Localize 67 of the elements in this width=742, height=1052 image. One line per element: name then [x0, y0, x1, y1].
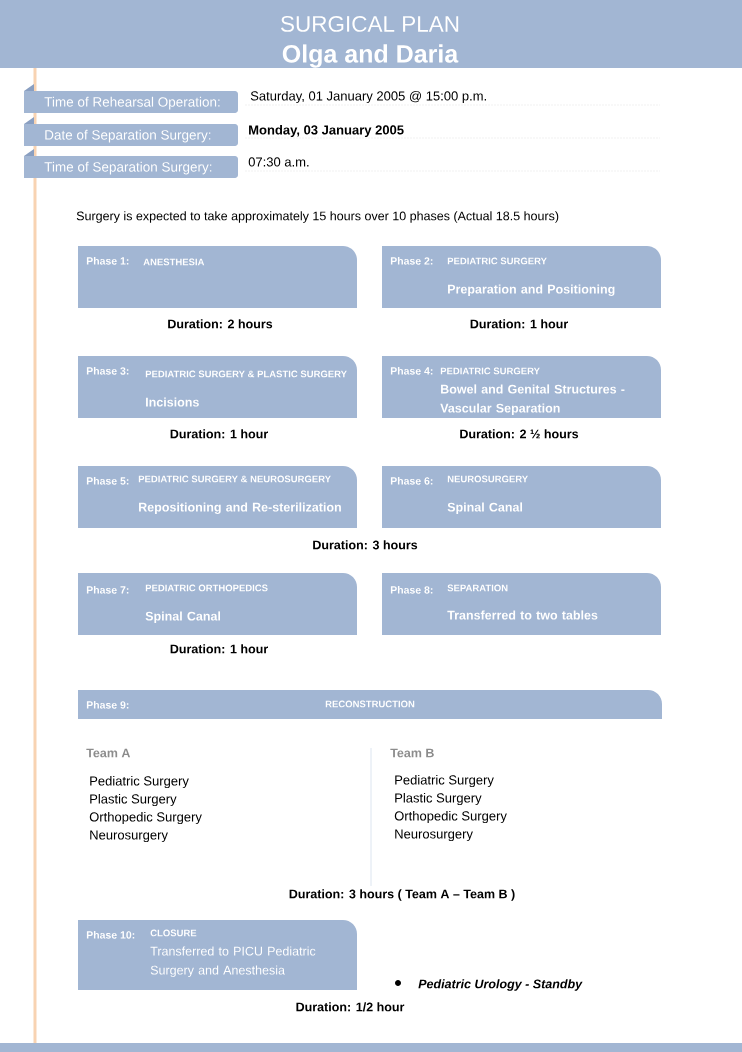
team-heading: Team A	[86, 748, 131, 758]
phase-box	[382, 466, 661, 528]
specialty-heading: PEDIATRIC SURGERY & PLASTIC SURGERY	[145, 370, 347, 378]
step-title: Spinal Canal	[145, 611, 221, 624]
step-title: Preparation and Positioning	[448, 284, 615, 297]
specialty-heading: PEDIATRIC SURGERY	[447, 257, 547, 265]
duration-label: Duration: 1 hour	[470, 319, 568, 329]
phase-number: Phase 5:	[86, 476, 129, 485]
phase-number: Phase 3:	[86, 366, 129, 375]
specialty-heading: PEDIATRIC SURGERY	[440, 367, 540, 375]
phase-number: Phase 4:	[390, 366, 433, 375]
step-title: Spinal Canal	[447, 502, 523, 515]
duration-label: Duration: 3 hours ( Team A – Team B )	[289, 889, 515, 901]
phase-number: Phase 8:	[390, 585, 433, 594]
list-item: Neurosurgery	[90, 830, 168, 843]
list-item: Orthopedic Surgery	[394, 811, 507, 824]
specialty-heading: SEPARATION	[447, 584, 508, 592]
list-item: Plastic Surgery	[90, 794, 177, 807]
subtitle: Olga and Daria	[282, 44, 459, 68]
phase-number: Phase 1:	[86, 256, 129, 265]
team-heading: Team B	[390, 748, 434, 758]
list-item: Plastic Surgery	[395, 793, 482, 806]
phase-number: Phase 2:	[390, 256, 433, 265]
phase-number: Phase 10:	[86, 930, 135, 939]
label-tab: Date of Separation Surgery:	[24, 117, 238, 146]
title: SURGICAL PLAN	[281, 15, 459, 32]
phase-box	[382, 246, 661, 308]
phase-number: Phase 6:	[390, 476, 433, 485]
specialty-heading: PEDIATRIC ORTHOPEDICS	[145, 584, 268, 592]
step-title: Repositioning and Re-sterilization	[139, 502, 341, 515]
specialty-heading: CLOSURE	[150, 929, 197, 937]
step-title: Transferred to two tables	[447, 610, 598, 620]
duration-label: Duration: 1 hour	[170, 429, 268, 439]
label-tab: Time of Separation Surgery:	[24, 149, 238, 178]
phase-box	[78, 690, 662, 719]
phase-box	[78, 246, 357, 308]
step-title: Bowel and Genital Structures - Vascular Separation	[440, 384, 625, 416]
phase-number: Phase 7:	[86, 585, 129, 594]
specialty-heading: PEDIATRIC SURGERY & NEUROSURGERY	[138, 475, 331, 483]
list-item: Pediatric Surgery	[90, 776, 189, 789]
phase-box	[382, 573, 661, 635]
duration-label: Duration: 3 hours	[313, 540, 418, 550]
phase-number: Phase 9:	[86, 700, 129, 709]
title-banner	[0, 0, 742, 68]
step-title: Incisions	[146, 397, 199, 407]
list-item: Neurosurgery	[395, 829, 473, 842]
specialty-heading: ANESTHESIA	[143, 258, 205, 266]
phase-box	[78, 356, 357, 418]
intro-text: Surgery is expected to take approximately 15 hours over 10 phases (Actual 18.5 hours)	[76, 211, 559, 223]
duration-label: Duration: 2 ½ hours	[460, 429, 579, 439]
entry-value: Saturday, 01 January 2005 @ 15:00 p.m.	[250, 91, 486, 104]
list-item: Orthopedic Surgery	[89, 812, 202, 825]
duration-label: Duration: 2 hours	[168, 319, 273, 329]
specialty-heading: RECONSTRUCTION	[325, 700, 415, 708]
duration-label: Duration: 1 hour	[170, 644, 268, 654]
entry-value: Monday, 03 January 2005	[249, 125, 404, 138]
entry-value: 07:30 a.m.	[248, 157, 309, 167]
list-item: Pediatric Surgery	[395, 775, 494, 788]
duration-label: Duration: 1/2 hour	[296, 1002, 405, 1012]
specialty-heading: NEUROSURGERY	[447, 475, 528, 483]
label-tab: Time of Rehearsal Operation:	[24, 84, 238, 113]
phase-box	[382, 356, 661, 418]
phase-box	[78, 573, 357, 635]
standby-note: Pediatric Urology - Standby	[418, 979, 583, 991]
step-title: Transferred to PICU Pediatric Surgery and Anesthesia	[150, 946, 316, 978]
phase-box	[78, 920, 357, 990]
phase-box	[78, 466, 357, 528]
